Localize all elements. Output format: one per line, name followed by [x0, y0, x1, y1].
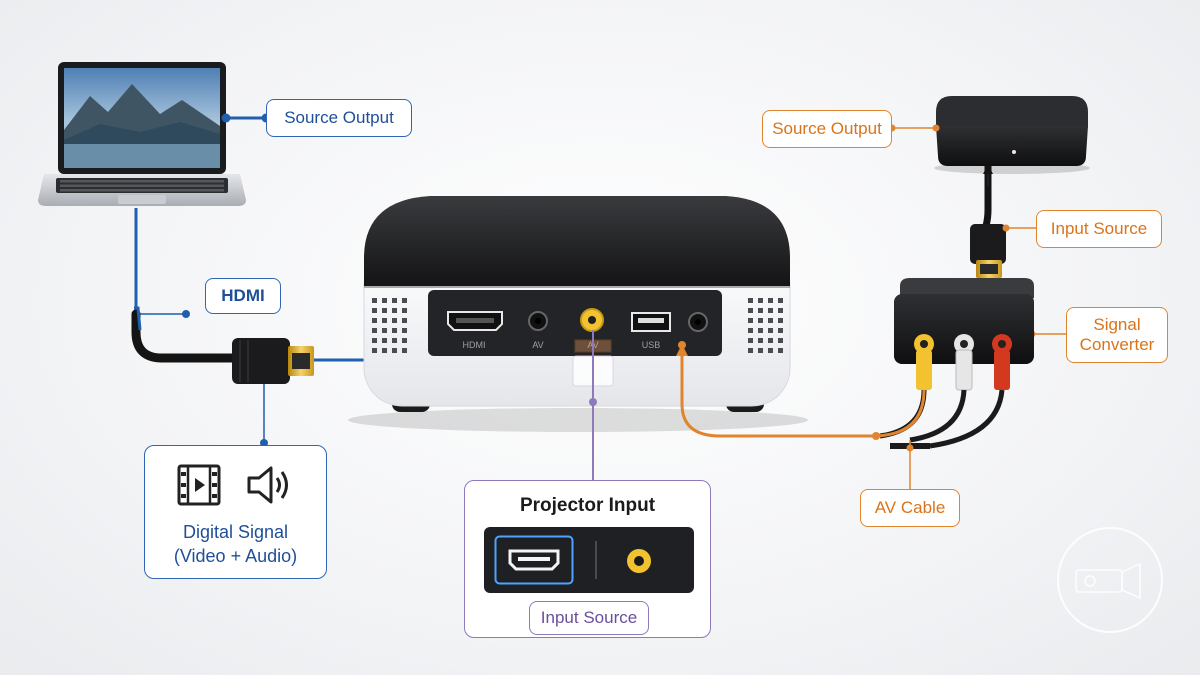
right-vent — [748, 298, 783, 353]
port-label-hdmi: HDMI — [463, 340, 486, 350]
projector-usb-port[interactable] — [631, 312, 671, 332]
projector-audio-port[interactable] — [688, 312, 708, 332]
projector-input-path — [572, 330, 614, 480]
port-label-av: AV — [532, 340, 543, 350]
projector-input-title: Projector Input — [519, 495, 656, 516]
rca-jacks — [914, 334, 1012, 354]
signal-converter — [894, 278, 1034, 391]
streaming-box — [934, 96, 1090, 174]
converter-hdmi-cable — [970, 164, 1006, 278]
rca-plugs — [916, 349, 1010, 391]
signal-converter-label-line1: Signal — [1093, 314, 1141, 334]
box-source-output-label: Source Output — [762, 110, 892, 148]
hdmi-port-icon[interactable] — [494, 535, 574, 585]
laptop-source-output-label: Source Output — [266, 99, 412, 137]
digital-signal-detail-text: (Video + Audio) — [173, 546, 298, 566]
port-label-usb: USB — [642, 340, 661, 350]
digital-signal-panel: Digital Signal (Video + Audio) — [144, 445, 327, 579]
video-film-icon — [177, 464, 221, 506]
projector-input-ports — [484, 527, 694, 593]
av-port-icon[interactable] — [624, 546, 654, 576]
digital-signal-text: Digital Signal — [182, 522, 289, 542]
av-cable — [676, 341, 1005, 490]
projector-input-panel: Projector Input Input Source — [464, 480, 711, 638]
box-input-source-label: Input Source — [1036, 210, 1162, 248]
hdmi-label: HDMI — [205, 278, 281, 314]
projector-port-panel — [428, 290, 722, 356]
projector-av-port[interactable] — [528, 311, 548, 331]
signal-converter-label-line2: Converter — [1079, 335, 1155, 354]
projector-hdmi-port[interactable] — [447, 311, 503, 331]
speaker-icon — [247, 466, 288, 504]
signal-converter-label: Signal Converter — [1066, 307, 1168, 363]
projector-composite-port[interactable] — [580, 308, 604, 332]
left-vent — [372, 298, 407, 353]
laptop — [38, 62, 246, 206]
hdmi-cable — [131, 306, 314, 384]
input-source-label: Input Source — [529, 601, 649, 635]
ports-divider — [595, 541, 597, 579]
av-cable-label: AV Cable — [860, 489, 960, 527]
converter-callout-lines — [892, 127, 1066, 335]
projector: HDMI AV AV USB — [348, 196, 808, 432]
watermark-logo-icon — [1057, 527, 1163, 633]
